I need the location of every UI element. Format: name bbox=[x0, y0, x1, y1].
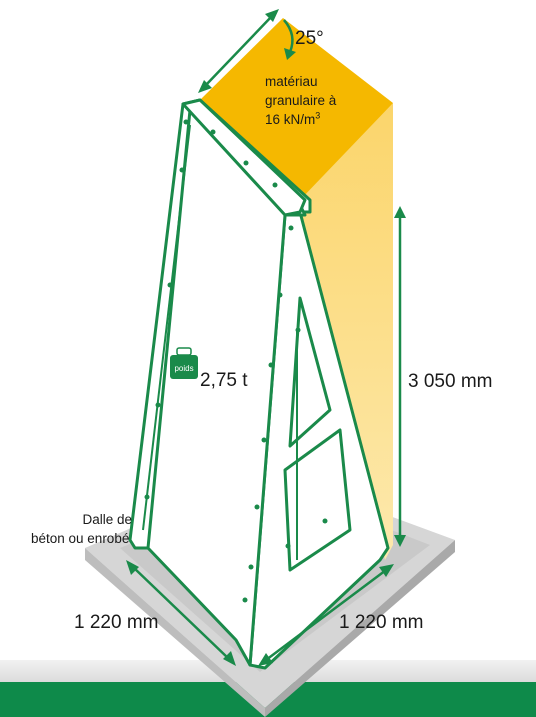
slab-label: Dalle de bbox=[44, 510, 132, 529]
barrier-frame bbox=[128, 98, 390, 670]
slab-line-1: Dalle de bbox=[82, 512, 132, 527]
weight-icon-text: poids bbox=[174, 364, 193, 373]
dimension-arrows bbox=[126, 9, 406, 666]
weight-icon: poids bbox=[170, 347, 198, 379]
material-line-1: matériau bbox=[265, 74, 318, 89]
angle-label: 25° bbox=[295, 28, 324, 49]
slab-line-2: béton ou enrobé bbox=[31, 531, 130, 546]
width-right-label: 1 220 mm bbox=[339, 612, 424, 633]
width-left-label: 1 220 mm bbox=[74, 612, 159, 633]
material-density-exponent: 3 bbox=[315, 110, 321, 121]
weight-label: 2,75 t bbox=[200, 370, 248, 391]
rivets bbox=[144, 119, 328, 603]
granular-material bbox=[200, 18, 393, 560]
material-line-2: granulaire à bbox=[265, 93, 337, 108]
material-label: matériau granulaire à 16 kN/m3 bbox=[265, 72, 336, 129]
material-density: 16 kN/m bbox=[265, 112, 316, 127]
material-line-3: 16 kN/m3 bbox=[265, 110, 336, 129]
height-label: 3 050 mm bbox=[408, 371, 493, 392]
